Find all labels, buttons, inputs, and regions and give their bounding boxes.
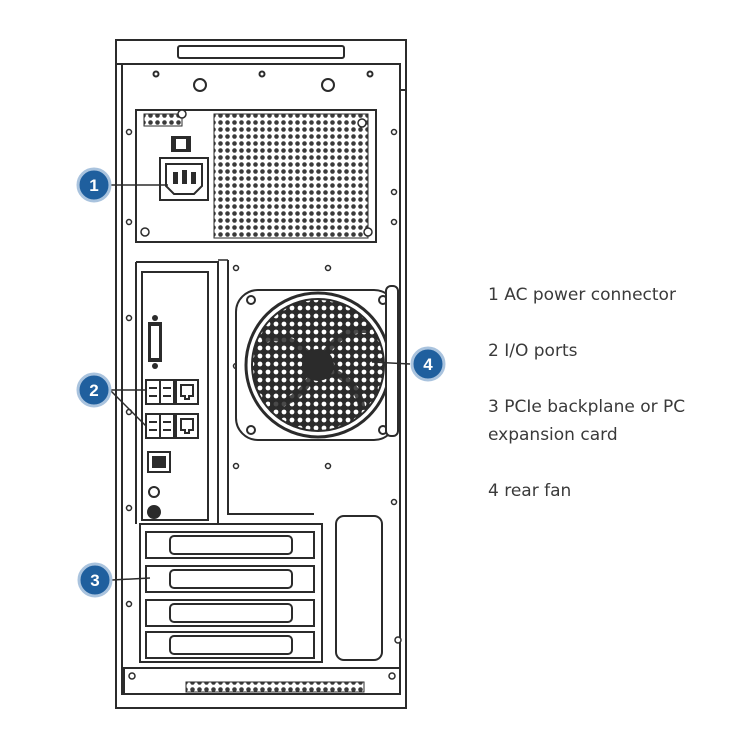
leader-line-2b [109,389,147,427]
legend-item-4: 4 rear fan [488,478,571,504]
leader-line-3 [111,577,151,581]
ac-power-connector [159,157,209,201]
legend: 1 AC power connector 2 I/O ports 3 PCIe … [488,0,750,750]
legend-item-2: 2 I/O ports [488,338,577,364]
audio-jacks [147,486,161,519]
legend-item-1: 1 AC power connector [488,282,676,308]
legend-label-3-line-2: expansion card [488,425,618,445]
legend-number-1: 1 [488,285,499,305]
callout-3-number: 3 [90,571,99,590]
bottom-vent [123,667,401,695]
ethernet-ports [175,379,199,439]
usb-ports [145,379,175,439]
serial-port [147,451,171,473]
vga-port [148,315,162,369]
legend-label-2: I/O ports [504,341,578,361]
leader-line-4 [371,361,411,365]
legend-label-4: rear fan [504,481,572,501]
side-screws [125,128,402,644]
power-switch [171,136,191,152]
legend-number-3: 3 [488,397,499,417]
legend-item-3-line-2: expansion card [488,422,618,448]
leader-lines [109,184,411,581]
power-supply [135,109,377,243]
legend-label-1: AC power connector [504,285,676,305]
callout-4: 4 [410,346,446,382]
callout-2-number: 2 [89,381,98,400]
callout-1: 1 [76,167,112,203]
callout-1-number: 1 [89,176,98,195]
legend-number-4: 4 [488,481,499,501]
rear-fan [235,285,399,441]
callout-3: 3 [77,562,113,598]
callout-4-number: 4 [423,355,433,374]
pcie-slots [139,523,323,663]
legend-item-3: 3 PCIe backplane or PC [488,394,685,420]
legend-label-3: PCIe backplane or PC [504,397,686,417]
callout-2: 2 [76,372,112,408]
legend-number-2: 2 [488,341,499,361]
top-screws [152,70,374,92]
side-vent-slot [335,515,383,661]
